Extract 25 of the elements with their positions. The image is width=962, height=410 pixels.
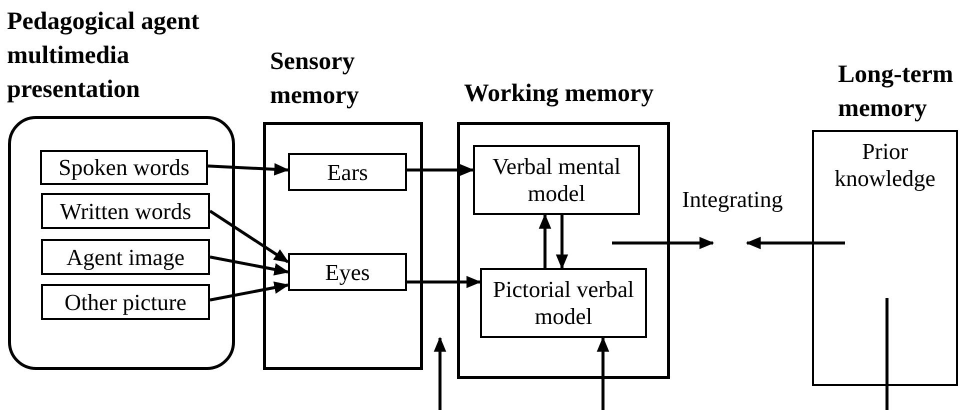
arrow <box>210 256 290 276</box>
arrow <box>407 164 474 176</box>
arrow <box>208 163 290 176</box>
group-heading: Pedagogical agent multimedia presentation <box>7 7 200 105</box>
box-text: Prior knowledge <box>834 138 936 192</box>
process-label: Integrating <box>682 186 783 213</box>
arrow <box>538 214 552 268</box>
process-box: Verbal mental model <box>473 145 640 215</box>
arrow <box>746 236 812 250</box>
process-box: Other picture <box>41 284 210 320</box>
process-box: Ears <box>288 153 407 191</box>
process-box: Written words <box>41 193 210 229</box>
arrow <box>209 210 290 264</box>
process-box: Pictorial verbal model <box>480 268 647 338</box>
group-heading: Long-term memory <box>838 60 954 124</box>
group-heading: Sensory memory <box>270 47 360 111</box>
arrow <box>556 215 568 270</box>
arrow <box>210 281 290 302</box>
arrow <box>596 336 610 410</box>
arrow <box>670 236 714 250</box>
process-box: Spoken words <box>40 150 208 185</box>
process-box: Eyes <box>288 253 407 291</box>
arrow <box>407 276 482 288</box>
process-box: Agent image <box>41 239 210 275</box>
group-heading: Working memory <box>464 79 655 109</box>
